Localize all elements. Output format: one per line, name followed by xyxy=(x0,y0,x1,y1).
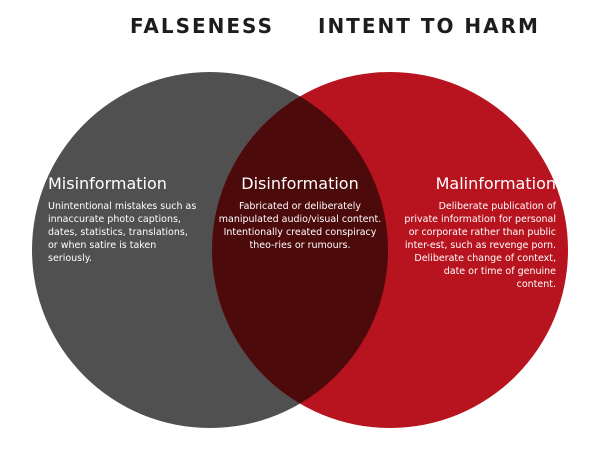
malinformation-description: Deliberate publication of private inform… xyxy=(404,201,556,290)
malinformation-title: Malinformation xyxy=(435,174,556,193)
disinformation-region: Disinformation Fabricated or deliberatel… xyxy=(218,174,382,252)
misinformation-region: Misinformation Unintentional mistakes su… xyxy=(48,174,198,265)
falseness-heading: FALSENESS xyxy=(130,14,274,38)
misinformation-description: Unintentional mistakes such as innaccura… xyxy=(48,201,197,264)
intent-to-harm-heading: INTENT TO HARM xyxy=(318,14,540,38)
misinformation-title: Misinformation xyxy=(48,174,167,193)
overlap-region xyxy=(212,72,388,428)
disinformation-title: Disinformation xyxy=(241,174,359,193)
malinformation-region: Malinformation Deliberate publication of… xyxy=(404,174,556,291)
disinformation-description: Fabricated or deliberately manipulated a… xyxy=(218,201,382,251)
